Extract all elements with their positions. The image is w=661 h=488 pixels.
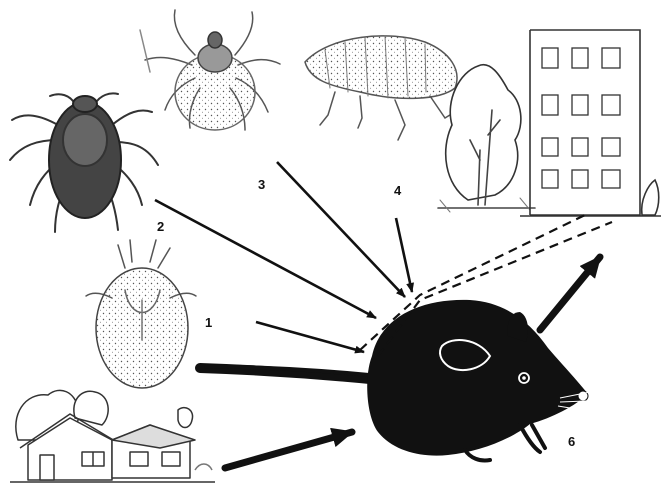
dark-tick-icon <box>10 93 158 232</box>
vector-arrows <box>155 162 412 352</box>
label-1: 1 <box>205 315 212 330</box>
rural-houses-icon <box>10 390 215 482</box>
arrow-from-soft-tick <box>256 322 364 352</box>
apartment-building-icon <box>520 30 661 216</box>
hard-tick-icon <box>140 10 280 130</box>
label-3: 3 <box>258 177 265 192</box>
soft-tick-icon <box>86 240 196 388</box>
label-6: 6 <box>568 434 575 449</box>
arrow-from-flea <box>396 218 412 292</box>
label-4: 4 <box>394 183 401 198</box>
arrow-from-houses <box>225 432 352 468</box>
label-2: 2 <box>157 219 164 234</box>
arrow-to-building <box>540 257 600 330</box>
flea-icon <box>305 36 458 140</box>
arrow-from-dark-tick <box>155 200 376 318</box>
